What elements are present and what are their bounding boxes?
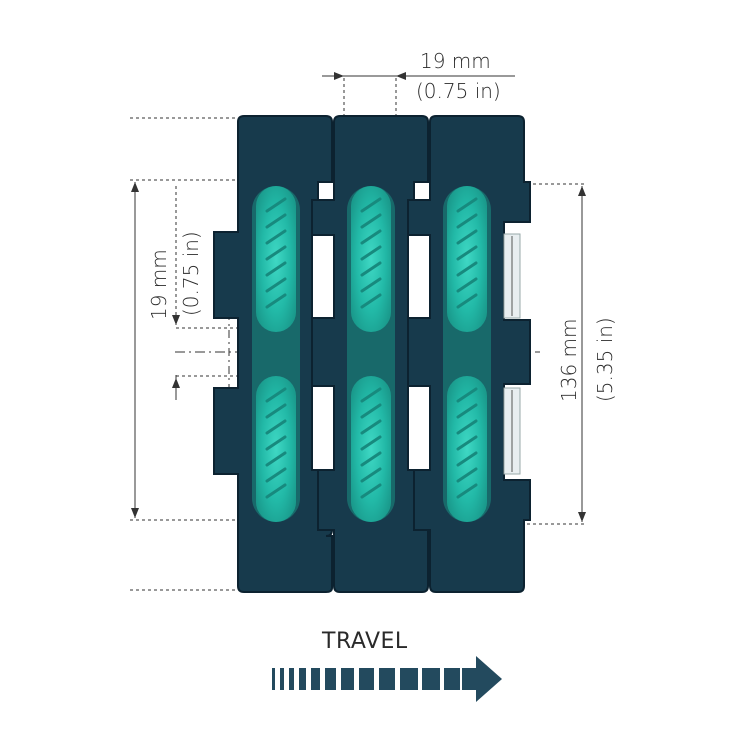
roller-grip-stripe [456,213,478,229]
roller-grip-stripe [265,213,287,229]
roller-middle-bottom [351,376,391,522]
roller-grip-stripe [360,245,382,261]
pitch-top-mm-label: 19 mm [420,49,491,73]
arrow-dash [311,668,320,690]
roller-grip-stripe [456,293,478,309]
roller-grip-stripe [360,387,382,403]
arrow-dash [299,668,306,690]
roller-middle-top [351,186,391,332]
arrow-dash [289,668,294,690]
side-slots [503,233,521,475]
roller-grip-stripe [265,403,287,419]
roller-grip-stripe [456,483,478,499]
roller-grip-stripe [360,435,382,451]
dimension-arrowheads [131,72,586,522]
arrow-dash [341,668,354,690]
side-mm-label: 19 mm [147,249,171,320]
roller-left-top [256,186,296,332]
roller-grip-stripe [360,403,382,419]
roller-grip-stripe [265,451,287,467]
arrow-dash [325,668,336,690]
roller-grip-stripe [360,229,382,245]
roller-grip-stripe [360,451,382,467]
arrow-right-icon [272,656,502,702]
roller-grip-stripe [456,403,478,419]
roller-grip-stripe [360,277,382,293]
roller-texture [265,197,478,499]
side-dim-label-group: 19 mm [147,249,171,320]
roller-grip-stripe [265,229,287,245]
width-mm-label: 136 mm [557,319,581,403]
roller-grip-stripe [265,467,287,483]
roller-grip-stripe [456,229,478,245]
roller-grip-stripe [265,261,287,277]
arrow-dash [272,668,275,690]
arrowhead [396,72,406,80]
arrowhead [131,508,139,518]
roller-grip-stripe [265,435,287,451]
arrowhead [578,186,586,196]
roller-grip-stripe [360,467,382,483]
width-in-label: (5.35 in) [593,317,617,402]
roller-grip-stripe [360,293,382,309]
roller-grip-stripe [456,435,478,451]
roller-grip-stripe [265,419,287,435]
roller-grip-stripe [360,483,382,499]
arrowhead [172,315,180,325]
travel-indicator: TRAVEL [272,629,502,702]
arrowhead [131,182,139,192]
roller-grip-stripe [456,261,478,277]
side-dim-in-group: (0.75 in) [179,231,203,316]
roller-grip-stripe [360,213,382,229]
width-dim-in-group: (5.35 in) [593,317,617,402]
roller-left-bottom [256,376,296,522]
roller-grip-stripe [265,277,287,293]
roller-grip-stripe [265,387,287,403]
roller-grip-stripe [265,483,287,499]
arrowhead [172,378,180,388]
roller-grip-stripe [265,197,287,213]
travel-label: TRAVEL [321,629,408,654]
roller-grip-stripe [456,277,478,293]
roller-grip-stripe [360,261,382,277]
roller-grip-stripe [265,245,287,261]
roller-grip-stripe [360,197,382,213]
roller-grip-stripe [456,467,478,483]
roller-right-top [447,186,487,332]
roller-grip-stripe [360,419,382,435]
roller-grip-stripe [265,293,287,309]
arrowhead [334,72,344,80]
width-dim-label-group: 136 mm [557,319,581,403]
dimension-labels: 19 mm (0.75 in) 19 mm (0.75 in) 136 mm (… [147,49,617,402]
arrow-dash [359,668,374,690]
arrow-dash [462,668,478,690]
arrow-dash [422,668,440,690]
side-in-label: (0.75 in) [179,231,203,316]
arrow-dash [444,668,460,690]
roller-grip-stripe [456,419,478,435]
pitch-top-in-label: (0.75 in) [416,79,501,103]
roller-right-bottom [447,376,487,522]
roller-grip-stripe [456,245,478,261]
roller-grip-stripe [456,197,478,213]
arrow-head [476,656,502,702]
arrow-dash [379,668,395,690]
arrow-dash [400,668,418,690]
roller-grip-stripe [456,451,478,467]
roller-grip-stripe [456,387,478,403]
arrow-dash [280,668,284,690]
arrowhead [578,512,586,522]
